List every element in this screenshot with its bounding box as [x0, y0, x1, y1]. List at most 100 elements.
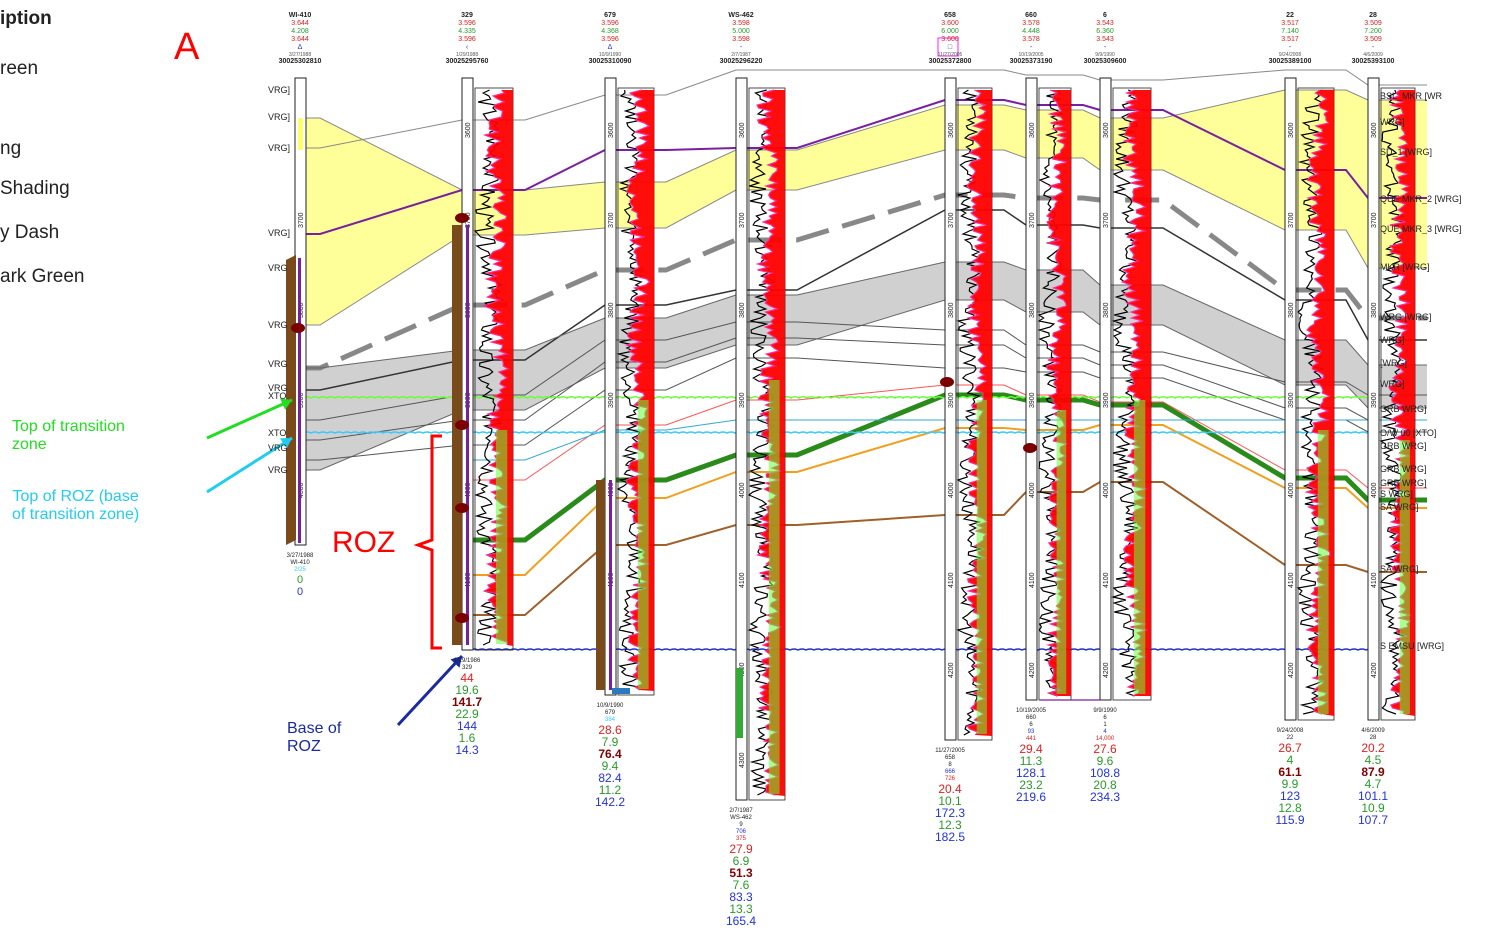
- right-formation-label: O/W 00 [XTO]: [1380, 428, 1437, 438]
- well-ws462-depth-label: 3600: [739, 122, 746, 138]
- well-footer-value: WS-462: [730, 815, 752, 821]
- well-679-depth-label: 3800: [608, 302, 615, 318]
- left-marker-label: VRG]: [268, 112, 291, 122]
- well-header-date: 4/6/2009: [1363, 52, 1383, 58]
- cross-section-figure: 3600370038003900400036003700380039004000…: [0, 8, 1462, 927]
- well-679-purple-bar: [609, 480, 612, 690]
- well-footer-value: 8: [948, 762, 952, 768]
- well-footer-value: 108.8: [1089, 766, 1121, 780]
- well-header-date: 9/24/2008: [1278, 52, 1302, 58]
- well-footer-value: 27.9: [729, 842, 753, 856]
- well-header-date: 1/29/1988: [455, 52, 479, 58]
- well-header-api: 30025372800: [928, 58, 972, 65]
- well-header-name: 660: [1025, 12, 1037, 19]
- well-660-depth-label: 3700: [1029, 212, 1036, 228]
- right-formation-label: SA WRG]: [1380, 502, 1419, 512]
- perforation-dot: [1023, 443, 1037, 453]
- well-header-name: 329: [461, 12, 473, 19]
- perforation-dot: [940, 377, 954, 387]
- well-footer-value: 20.4: [938, 782, 962, 796]
- well-header-h3: 3.644: [291, 36, 309, 43]
- well-header-api: 30025309600: [1083, 58, 1127, 65]
- well-28-depth-label: 3700: [1371, 212, 1378, 228]
- corr-line-1: [295, 69, 1427, 149]
- left-marker-label: XTO: [268, 428, 287, 438]
- well-header-api: 30025393100: [1351, 58, 1395, 65]
- right-formation-label: QUE MKR_2 [WRG]: [1380, 194, 1462, 204]
- well-header-date: 2/7/1987: [731, 52, 751, 58]
- well-22-depth-label: 4200: [1288, 662, 1295, 678]
- well-660-depth-track: [1025, 77, 1038, 701]
- well-679-depth-label: 3900: [608, 392, 615, 408]
- panel-letter: A: [174, 26, 200, 68]
- legend-item-2: ng: [0, 138, 22, 159]
- well-header-date: 10/9/1990: [598, 52, 622, 58]
- left-marker-label: VRG]: [268, 228, 291, 238]
- well-footer-value: 329: [461, 665, 472, 671]
- well-footer-value: 660: [1025, 715, 1036, 721]
- well-footer-value: 27.6: [1093, 742, 1117, 756]
- well-header-h3: 3.596: [601, 36, 619, 43]
- perforation-dot: [455, 213, 469, 223]
- well-footer-value: 6.9: [732, 854, 750, 868]
- roz-base-label: Base of ROZ: [287, 720, 341, 756]
- well-footer-value: 11.2: [598, 783, 622, 797]
- well-28-depth-track: [1367, 77, 1380, 721]
- transition-top-label: Top of transition zone: [12, 418, 125, 454]
- well-footer-value: 9/24/2008: [1276, 728, 1304, 734]
- well-658-depth-label: 3600: [948, 122, 955, 138]
- well-footer-value: 726: [944, 776, 955, 782]
- right-formation-label: QUE MKR_3 [WRG]: [1380, 224, 1462, 234]
- roz-base-line2: ROZ: [287, 738, 321, 755]
- left-marker-label: VRG: [268, 359, 288, 369]
- left-marker-label: VRG]: [268, 143, 291, 153]
- well-footer-value: 14,000: [1095, 736, 1115, 742]
- well-header-sym: -: [1103, 44, 1107, 51]
- well-header-h2: 7.140: [1281, 28, 1299, 35]
- well-329-porosity-trace-fill: [483, 90, 513, 646]
- well-footer-value: 706: [735, 829, 746, 835]
- well-footer-value: 141.7: [451, 695, 483, 709]
- well-footer-value: 7.9: [601, 735, 619, 749]
- well-6-depth-label: 4200: [1103, 662, 1110, 678]
- well-footer-value: 128.1: [1015, 766, 1047, 780]
- well-header-h3: 3.596: [458, 36, 476, 43]
- well-footer-value: 11/27/2005: [935, 748, 965, 754]
- well-329-depth-label: 3700: [465, 212, 472, 228]
- well-footer-value: 4.5: [1364, 753, 1382, 767]
- right-formation-label: MKR [WRG]: [1380, 262, 1430, 272]
- well-header-h2: 6.360: [1096, 28, 1114, 35]
- well-header-h3: 3.578: [1022, 36, 1040, 43]
- well-header-sym: -: [739, 44, 743, 51]
- well-header-name: WI-410: [288, 12, 312, 19]
- well-header-h1: 3.596: [601, 20, 619, 27]
- well-footer-value: 14.3: [455, 743, 479, 757]
- well-footer-value: 9.9: [1281, 777, 1299, 791]
- right-formation-label: [WRG]: [1380, 358, 1407, 368]
- well-footer-value: 165.4: [725, 914, 757, 928]
- teal-line: [462, 419, 1427, 461]
- well-ws462-depth-label: 3700: [739, 212, 746, 228]
- perforation-dot: [455, 503, 469, 513]
- well-footer-value: 101.1: [1357, 789, 1389, 803]
- well-footer-value: 9: [739, 822, 743, 828]
- well-22-gamma-trace: [1296, 89, 1325, 715]
- well-footer-value: 7.6: [732, 878, 750, 892]
- well-679-green-fill: [637, 400, 649, 689]
- well-ws462-depth-label: 4100: [739, 572, 746, 588]
- well-6-depth-label: 3800: [1103, 302, 1110, 318]
- well-footer-value: 11.3: [1019, 754, 1043, 768]
- right-formation-label: SA WRG]: [1380, 564, 1419, 574]
- well-22-porosity-trace: [1304, 89, 1331, 715]
- well-6-depth-label: 3900: [1103, 392, 1110, 408]
- right-formation-label: BSL_MKR [WR: [1380, 91, 1443, 101]
- well-footer-value: 666: [944, 769, 955, 775]
- well-header-h2: 4.335: [458, 28, 476, 35]
- well-footer-value: 22.9: [455, 707, 479, 721]
